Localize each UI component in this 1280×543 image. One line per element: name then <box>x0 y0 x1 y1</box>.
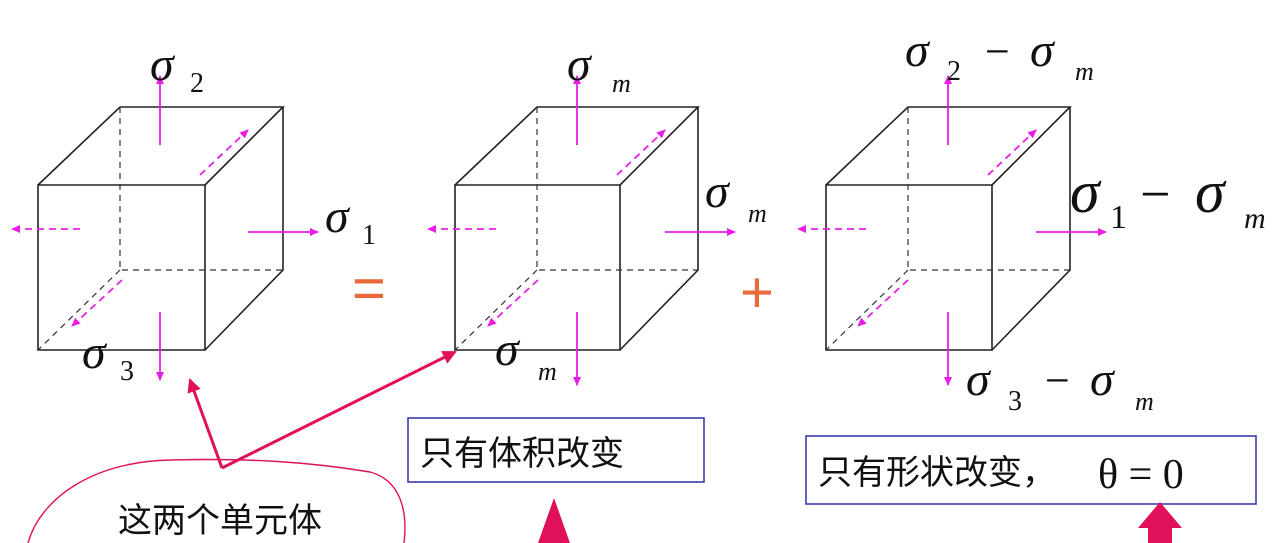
dev1-sigma-symbol: σ <box>1070 159 1102 225</box>
dev1-sigmam-symbol: σ <box>1195 159 1227 225</box>
sigma1-symbol: σ <box>325 190 351 243</box>
cube-deviatoric: σ 2 − σ m σ 1 − σ m σ 3 − σ m <box>797 24 1266 417</box>
dev2-sigmam-subscript: m <box>1075 57 1094 86</box>
arrow-sigmam-front <box>487 279 539 327</box>
sigmam-right-symbol: σ <box>705 165 731 218</box>
sigmam-bottom-subscript: m <box>538 357 557 386</box>
dev2-subscript: 2 <box>947 56 961 87</box>
pointer-to-cube1 <box>187 378 224 469</box>
theta-equation: θ = 0 <box>1098 452 1184 498</box>
sigma3-subscript: 3 <box>120 356 134 387</box>
sigma1-subscript: 1 <box>362 220 376 251</box>
cube-volumetric: σ m σ m σ m <box>427 38 767 386</box>
dev2-minus: − <box>985 27 1010 76</box>
dev3-subscript: 3 <box>1008 386 1022 417</box>
arrow-dev3-back <box>987 129 1037 176</box>
sigmam-right-subscript: m <box>748 199 767 228</box>
dev1-sigmam-subscript: m <box>1244 202 1266 235</box>
sigma3-symbol: σ <box>82 326 108 379</box>
dev3-sigma-symbol: σ <box>966 353 992 406</box>
arrow-dev3-front <box>857 279 909 327</box>
sigmam-top-symbol: σ <box>567 38 593 91</box>
dev3-minus: − <box>1045 356 1070 405</box>
dev2-sigmam-symbol: σ <box>1030 24 1056 77</box>
dev1-subscript: 1 <box>1110 199 1127 236</box>
sigmam-bottom-symbol: σ <box>495 323 521 376</box>
dev3-sigmam-subscript: m <box>1135 387 1154 416</box>
volume-only-label: 只有体积改变 <box>420 434 624 474</box>
equals-sign: = <box>352 256 386 321</box>
cube-original: σ 2 σ 1 σ 3 <box>11 38 376 387</box>
up-arrow-shape <box>1138 502 1182 543</box>
sigma2-subscript: 2 <box>190 68 204 99</box>
dev3-sigmam-symbol: σ <box>1090 353 1116 406</box>
arrow-sigmam-back <box>616 129 666 176</box>
arrow-sigma3-back <box>199 129 249 176</box>
dev1-minus: − <box>1140 164 1170 224</box>
callout-bubble: 这两个单元体 <box>27 458 406 543</box>
plus-sign: + <box>740 260 774 325</box>
callout-pointers <box>187 350 457 470</box>
shape-only-label-box: 只有形状改变， θ = 0 <box>805 435 1257 505</box>
dev2-sigma-symbol: σ <box>905 24 931 77</box>
callout-text: 这两个单元体 <box>118 501 322 541</box>
pointer-to-cube2 <box>221 350 457 470</box>
shape-only-label: 只有形状改变， <box>818 453 1056 493</box>
up-arrow-volume <box>538 498 570 543</box>
sigma2-symbol: σ <box>150 38 176 91</box>
sigmam-top-subscript: m <box>612 69 631 98</box>
volume-only-label-box: 只有体积改变 <box>407 417 705 483</box>
arrow-sigma3-front <box>71 279 123 327</box>
